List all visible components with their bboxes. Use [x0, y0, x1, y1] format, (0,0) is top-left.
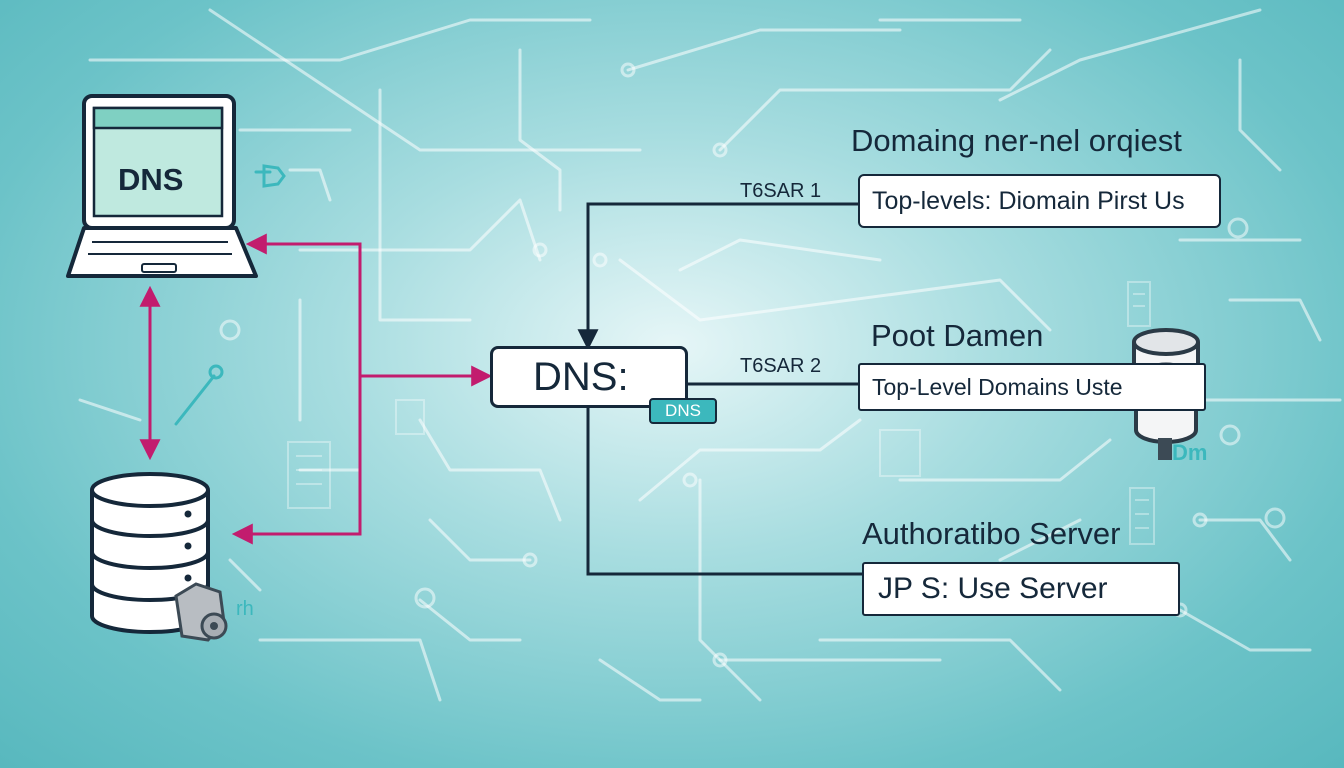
- top-level-box-label: Top-levels: Diomain Pirst Us: [872, 186, 1185, 215]
- heading-middle: Poot Damen: [871, 318, 1044, 353]
- root-domain-box-label: Top-Level Domains Uste: [872, 373, 1123, 400]
- root-domain-box: Top-Level Domains Uste: [858, 363, 1206, 411]
- top-level-box: Top-levels: Diomain Pirst Us: [858, 174, 1221, 228]
- laptop-icon: [66, 94, 258, 278]
- laptop-screen-label: DNS: [118, 162, 184, 197]
- heading-bottom: Authoratibo Server: [862, 516, 1121, 551]
- plug-icon: [254, 164, 286, 188]
- dns-resolver-label: DNS:: [533, 354, 629, 399]
- dns-badge: DNS: [649, 398, 717, 424]
- link-label-1: T6SAR 1: [740, 180, 822, 202]
- dns-resolver-box: DNS:: [490, 346, 688, 408]
- link-label-2: T6SAR 2: [740, 355, 822, 377]
- key-icon: [174, 364, 224, 426]
- server-tag: rh: [236, 598, 254, 620]
- heading-top: Domaing ner-nel orqiest: [851, 123, 1182, 158]
- lock-badge-icon: [174, 582, 228, 642]
- disk-tag: Dm: [1172, 440, 1208, 465]
- authoritative-server-box-label: JP S: Use Server: [878, 572, 1108, 605]
- authoritative-server-box: JP S: Use Server: [862, 562, 1180, 616]
